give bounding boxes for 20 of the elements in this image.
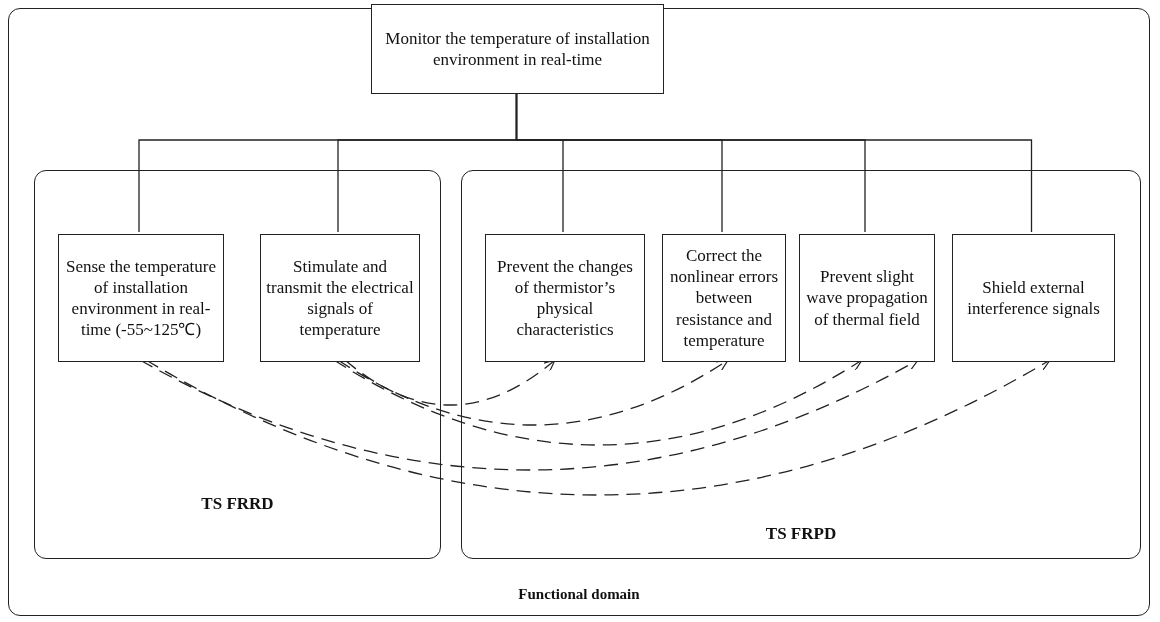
- subdomain-panel: [461, 170, 1141, 559]
- panel-heading: Functional domain: [518, 586, 640, 603]
- function-text: Sense the temperature of installation environment in real-time (-55~125℃): [64, 255, 218, 341]
- function-box: [371, 4, 664, 94]
- panel-heading: TS FRPD: [765, 524, 837, 544]
- function-box: [485, 234, 645, 362]
- function-text: Monitor the temperature of installation environment in real-time: [384, 27, 651, 71]
- function-box: [662, 234, 786, 362]
- panel-heading: TS FRRD: [201, 494, 274, 514]
- function-text: Shield external interference signals: [966, 276, 1101, 320]
- function-box: [260, 234, 420, 362]
- subdomain-panel: [34, 170, 441, 559]
- function-box: [58, 234, 224, 362]
- function-box: [799, 234, 935, 362]
- function-text: Prevent slight wave propagation of thermal field: [805, 266, 929, 330]
- function-text: Prevent the changes of thermistor’s physical characteristics: [496, 255, 634, 341]
- function-box: [952, 234, 1115, 362]
- function-text: Correct the nonlinear errors between resistance and temperature: [668, 244, 780, 352]
- connector-line: [515, 92, 1033, 233]
- function-text: Stimulate and transmit the electrical signals of temperature: [265, 255, 415, 341]
